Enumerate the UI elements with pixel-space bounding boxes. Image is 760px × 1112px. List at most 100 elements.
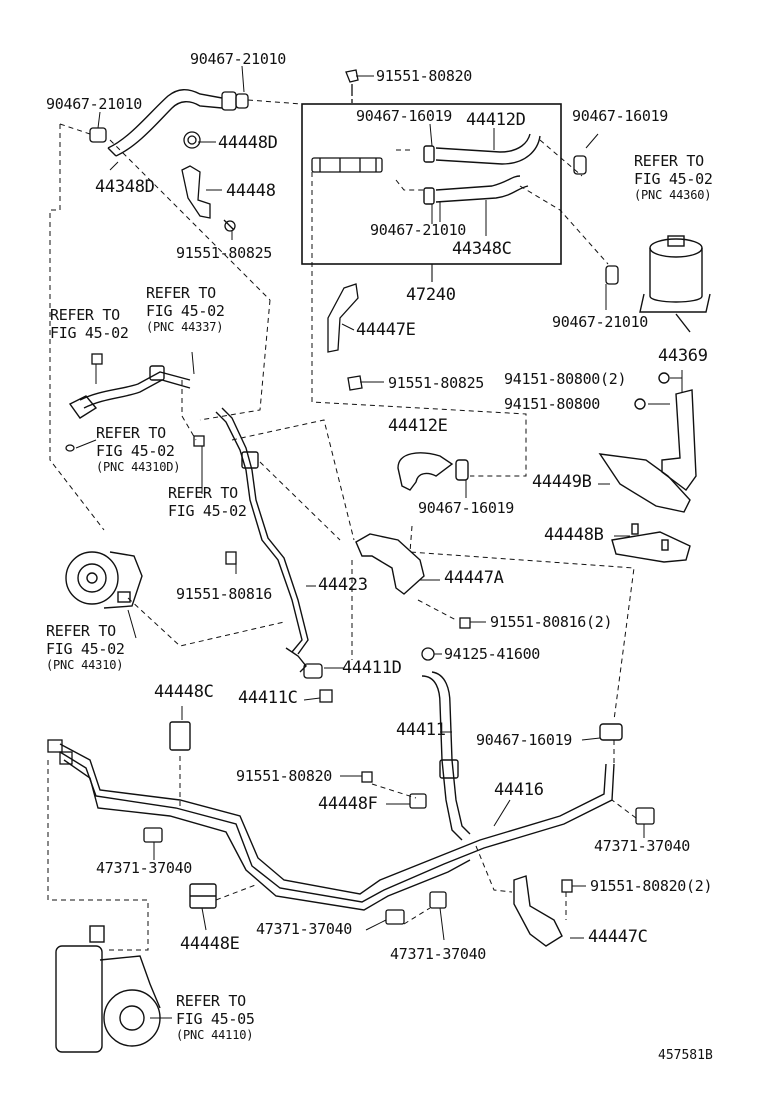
- reference-note-fig45-02-pnc44337[interactable]: REFER TO FIG 45-02 (PNC 44337): [146, 284, 225, 334]
- part-label-90467-21010: 90467-21010: [190, 50, 287, 68]
- reference-note-fig45-02[interactable]: REFER TO FIG 45-02: [50, 306, 129, 342]
- reference-line-1: REFER TO: [634, 152, 704, 170]
- part-label-47240: 47240: [406, 285, 456, 305]
- reference-line-1: REFER TO: [176, 992, 246, 1010]
- bracket-44449b-icon: [598, 453, 691, 513]
- part-label-91551-80820: 91551-80820: [376, 67, 473, 85]
- reference-note-fig45-02-pnc44360[interactable]: REFER TO FIG 45-02 (PNC 44360): [634, 152, 713, 202]
- dashed-leader-lines: [47, 99, 637, 951]
- reference-note-fig45-02-pnc44310d[interactable]: REFER TO FIG 45-02 (PNC 44310D): [96, 424, 180, 474]
- part-label-44411: 44411: [396, 720, 446, 740]
- part-label-91551-80820: 91551-80820: [236, 767, 333, 785]
- bolt-icon: [193, 435, 205, 447]
- reference-line-1: REFER TO: [146, 284, 216, 302]
- part-label-47371-37040: 47371-37040: [594, 837, 691, 855]
- hose-clamp-icon: [89, 91, 249, 143]
- bolt-icon: [91, 353, 103, 365]
- reference-pnc: (PNC 44310): [46, 658, 124, 672]
- bracket-44447c-icon: [513, 875, 563, 947]
- illustration-code: 457581B: [658, 1048, 713, 1063]
- part-label-44448b: 44448B: [544, 525, 604, 545]
- bracket-44448b-icon: [611, 523, 691, 563]
- part-label-90467-16019: 90467-16019: [476, 731, 573, 749]
- bolt-icon: [347, 375, 363, 391]
- part-label-44411c: 44411C: [238, 688, 298, 708]
- reference-line-2: FIG 45-02: [168, 502, 247, 520]
- hose-clamp-icon: [605, 265, 619, 285]
- part-label-90467-21010: 90467-21010: [370, 221, 467, 239]
- leader-lines: [75, 65, 683, 1019]
- part-label-90467-16019: 90467-16019: [356, 107, 453, 125]
- reference-pnc: (PNC 44360): [634, 188, 712, 202]
- part-label-44447e: 44447E: [356, 320, 416, 340]
- clamp-44448f-icon: [409, 793, 427, 809]
- part-label-47371-37040: 47371-37040: [96, 859, 193, 877]
- part-label-90467-21010: 90467-21010: [552, 313, 649, 331]
- bolt-icon: [459, 617, 471, 629]
- hose-44411: [421, 671, 471, 841]
- part-label-91551-80816-2: 91551-80816(2): [490, 613, 613, 631]
- part-label-47371-37040: 47371-37040: [256, 920, 353, 938]
- bolt-icon: [561, 879, 573, 893]
- part-label-44348c: 44348C: [452, 239, 512, 259]
- part-label-91551-80825: 91551-80825: [388, 374, 485, 392]
- part-label-44448d: 44448D: [218, 133, 278, 153]
- part-label-44448e: 44448E: [180, 934, 240, 954]
- reference-note-fig45-02-pnc44310[interactable]: REFER TO FIG 45-02 (PNC 44310): [46, 622, 125, 672]
- reference-line-2: FIG 45-02: [634, 170, 713, 188]
- bracket-44447a-icon: [355, 533, 425, 595]
- vane-pump-icon: [65, 551, 143, 609]
- part-label-44412d: 44412D: [466, 110, 526, 130]
- tube-assembly-44416: [59, 723, 623, 911]
- hose-44412d: [423, 133, 541, 165]
- bracket-44447e-icon: [327, 283, 359, 353]
- pipe-joint-icon: [311, 157, 383, 173]
- bolt-icon: [361, 771, 373, 783]
- return-pipe-icon: [68, 365, 191, 419]
- part-label-44447c: 44447C: [588, 927, 648, 947]
- steering-gear-housing-icon: [55, 925, 161, 1053]
- hose-44412e-icon: [397, 452, 469, 491]
- part-label-90467-16019: 90467-16019: [572, 107, 669, 125]
- reference-pnc: (PNC 44310D): [96, 460, 181, 474]
- part-label-44447a: 44447A: [444, 568, 504, 588]
- part-label-44416: 44416: [494, 780, 544, 800]
- fitting-icon: [47, 739, 73, 765]
- reference-pnc: (PNC 44110): [176, 1028, 254, 1042]
- part-label-94151-80800: 94151-80800: [504, 395, 601, 413]
- reservoir-tank-icon: [639, 235, 711, 333]
- part-label-44449b: 44449B: [532, 472, 592, 492]
- reference-line-2: FIG 45-02: [146, 302, 225, 320]
- reference-line-2: FIG 45-02: [96, 442, 175, 460]
- reference-line-2: FIG 45-05: [176, 1010, 255, 1028]
- part-label-44348d: 44348D: [95, 177, 155, 197]
- gasket-icon: [421, 647, 435, 661]
- part-label-94125-41600: 94125-41600: [444, 645, 541, 663]
- bolt-icon: [223, 219, 236, 232]
- part-label-44411d: 44411D: [342, 658, 402, 678]
- reference-note-fig45-05-pnc44110[interactable]: REFER TO FIG 45-05 (PNC 44110): [176, 992, 255, 1042]
- clamp-44448e-icon: [189, 883, 217, 909]
- part-label-44412e: 44412E: [388, 416, 448, 436]
- clamp-44448c-icon: [169, 721, 191, 751]
- reference-line-1: REFER TO: [96, 424, 166, 442]
- part-label-44448c: 44448C: [154, 682, 214, 702]
- reference-note-fig45-02[interactable]: REFER TO FIG 45-02: [168, 484, 247, 520]
- bracket-44369-icon: [634, 372, 697, 491]
- reference-line-1: REFER TO: [168, 484, 238, 502]
- part-label-91551-80820-2: 91551-80820(2): [590, 877, 713, 895]
- reference-pnc: (PNC 44337): [146, 320, 224, 334]
- part-label-91551-80816: 91551-80816: [176, 585, 273, 603]
- part-label-94151-80800-2: 94151-80800(2): [504, 370, 627, 388]
- part-label-91551-80825: 91551-80825: [176, 244, 273, 262]
- bolt-icon: [225, 551, 237, 565]
- union-44411d-icon: [303, 663, 333, 703]
- hose-44348d: [107, 89, 223, 157]
- bracket-44448-icon: [181, 165, 211, 219]
- clamp-44448d-icon: [183, 131, 201, 149]
- part-label-90467-21010: 90467-21010: [46, 95, 143, 113]
- hose-clamp-icon: [573, 155, 587, 175]
- reference-line-1: REFER TO: [50, 306, 120, 324]
- reference-line-1: REFER TO: [46, 622, 116, 640]
